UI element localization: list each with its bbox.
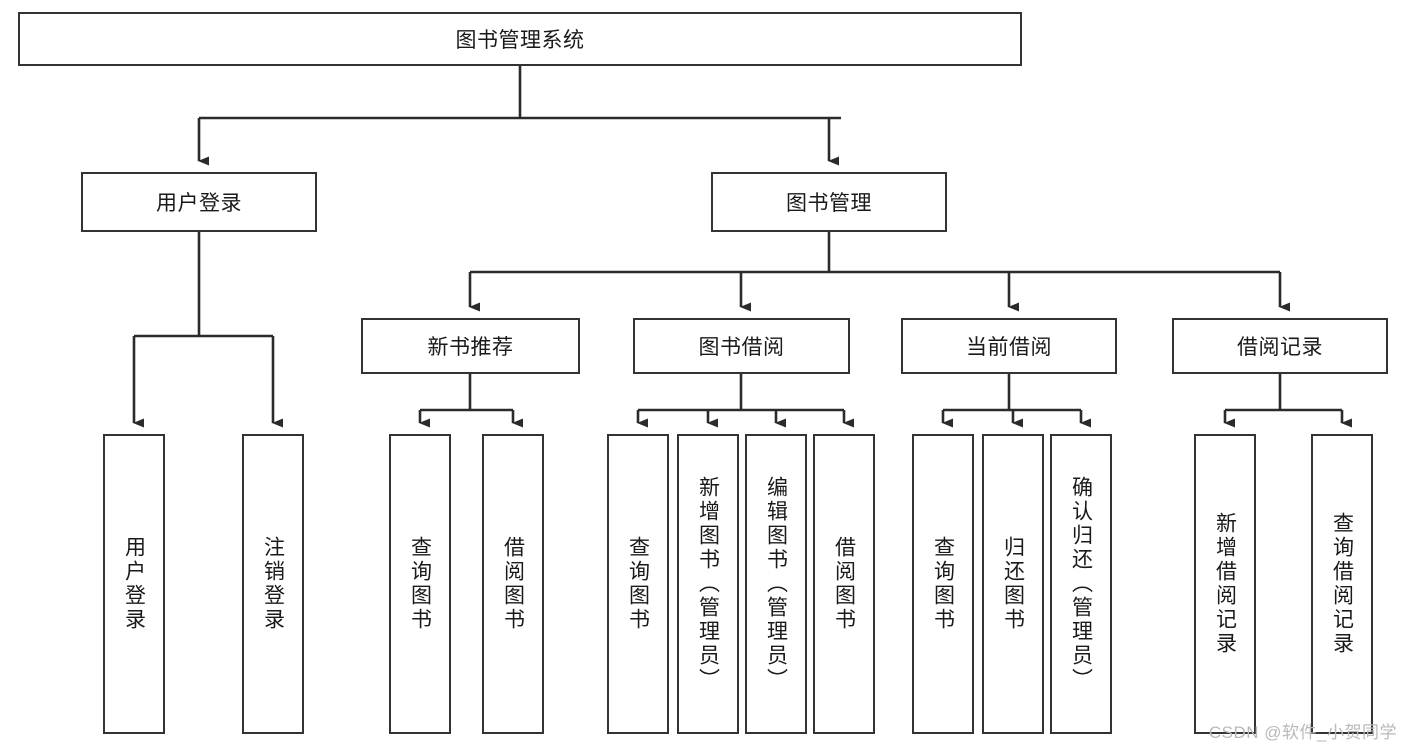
node-borrow-record[interactable]: 借阅记录 bbox=[1172, 318, 1388, 374]
node-leaf-user-logout[interactable]: 注销登录 bbox=[242, 434, 304, 734]
node-current-borrow[interactable]: 当前借阅 bbox=[901, 318, 1117, 374]
node-leaf-add-borrow-record-label: 新增借阅记录 bbox=[1213, 512, 1237, 656]
node-root-label: 图书管理系统 bbox=[455, 29, 585, 52]
node-leaf-return-book[interactable]: 归还图书 bbox=[982, 434, 1044, 734]
node-leaf-add-book-admin-label: 新增图书（管理员） bbox=[696, 476, 720, 692]
node-user-login[interactable]: 用户登录 bbox=[81, 172, 317, 232]
node-leaf-query-book-1[interactable]: 查询图书 bbox=[389, 434, 451, 734]
node-book-borrow-label: 图书借阅 bbox=[698, 336, 785, 359]
node-leaf-borrow-book-2-label: 借阅图书 bbox=[832, 536, 856, 632]
node-leaf-query-borrow-record-label: 查询借阅记录 bbox=[1330, 512, 1354, 656]
node-book-manage[interactable]: 图书管理 bbox=[711, 172, 947, 232]
node-leaf-user-logout-label: 注销登录 bbox=[261, 536, 285, 632]
node-leaf-borrow-book-2[interactable]: 借阅图书 bbox=[813, 434, 875, 734]
node-leaf-query-book-3-label: 查询图书 bbox=[931, 536, 955, 632]
node-leaf-user-login-label: 用户登录 bbox=[122, 536, 146, 632]
node-book-borrow[interactable]: 图书借阅 bbox=[633, 318, 850, 374]
node-leaf-add-borrow-record[interactable]: 新增借阅记录 bbox=[1194, 434, 1256, 734]
node-borrow-record-label: 借阅记录 bbox=[1237, 336, 1323, 359]
watermark-text: CSDN @软件_小贺同学 bbox=[1208, 723, 1397, 742]
node-new-book-recommend[interactable]: 新书推荐 bbox=[361, 318, 580, 374]
node-leaf-edit-book-admin[interactable]: 编辑图书（管理员） bbox=[745, 434, 807, 734]
node-book-manage-label: 图书管理 bbox=[786, 192, 872, 215]
node-leaf-confirm-return-admin-label: 确认归还（管理员） bbox=[1069, 476, 1093, 692]
node-leaf-return-book-label: 归还图书 bbox=[1001, 536, 1025, 632]
node-leaf-add-book-admin[interactable]: 新增图书（管理员） bbox=[677, 434, 739, 734]
node-leaf-edit-book-admin-label: 编辑图书（管理员） bbox=[764, 476, 788, 692]
node-leaf-query-book-3[interactable]: 查询图书 bbox=[912, 434, 974, 734]
node-new-book-recommend-label: 新书推荐 bbox=[427, 336, 514, 359]
node-leaf-query-borrow-record[interactable]: 查询借阅记录 bbox=[1311, 434, 1373, 734]
node-leaf-query-book-1-label: 查询图书 bbox=[408, 536, 432, 632]
node-root[interactable]: 图书管理系统 bbox=[18, 12, 1022, 66]
node-leaf-query-book-2-label: 查询图书 bbox=[626, 536, 650, 632]
node-leaf-borrow-book-1-label: 借阅图书 bbox=[501, 536, 525, 632]
node-leaf-borrow-book-1[interactable]: 借阅图书 bbox=[482, 434, 544, 734]
node-leaf-query-book-2[interactable]: 查询图书 bbox=[607, 434, 669, 734]
node-leaf-user-login[interactable]: 用户登录 bbox=[103, 434, 165, 734]
node-current-borrow-label: 当前借阅 bbox=[966, 336, 1052, 359]
node-user-login-label: 用户登录 bbox=[156, 192, 242, 215]
node-leaf-confirm-return-admin[interactable]: 确认归还（管理员） bbox=[1050, 434, 1112, 734]
